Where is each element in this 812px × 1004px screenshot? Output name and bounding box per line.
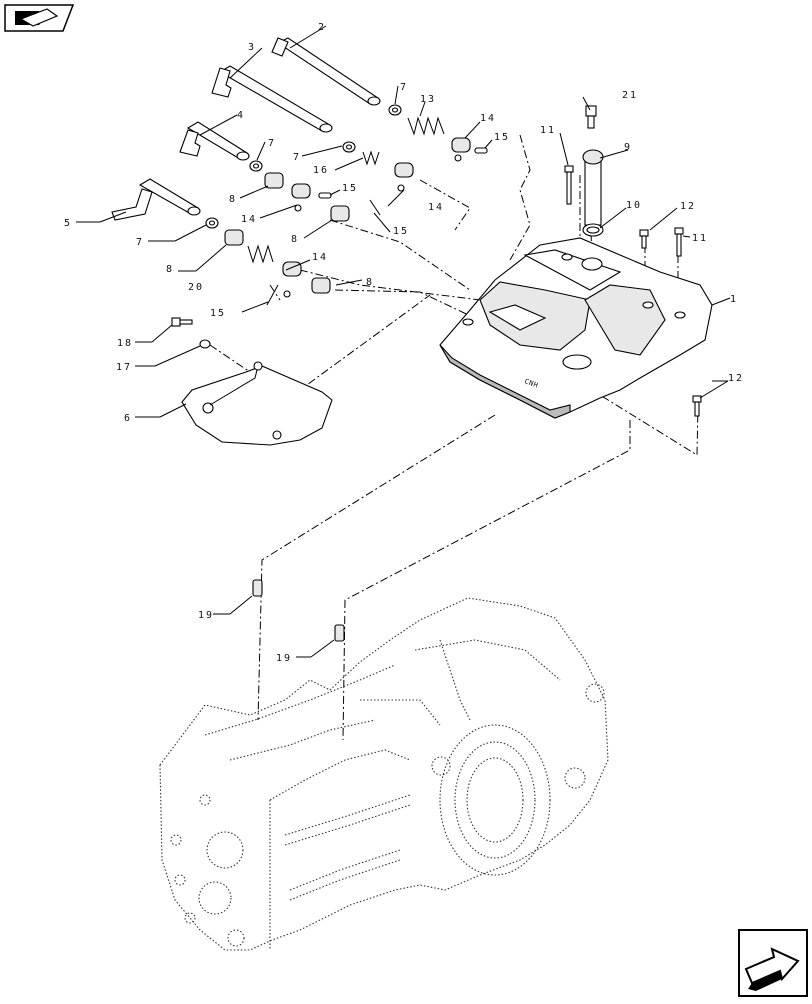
part-16-spring — [362, 150, 380, 166]
transmission-housing — [159, 597, 609, 951]
callout-1: 1 — [730, 294, 738, 305]
callout-6: 6 — [124, 413, 132, 424]
callout-14-d: 14 — [312, 252, 328, 263]
callout-8-c: 8 — [166, 264, 174, 275]
leader-lines — [76, 25, 731, 658]
callout-7-b: 7 — [268, 138, 276, 149]
part-11-bolts — [564, 165, 684, 257]
callout-10: 10 — [626, 200, 642, 211]
part-10-oring — [582, 223, 604, 237]
part-9-stud — [582, 149, 604, 226]
callout-15-b: 15 — [342, 183, 358, 194]
back-arrow-icon — [4, 4, 75, 32]
callout-19-a: 19 — [198, 610, 214, 621]
back-button[interactable] — [3, 3, 75, 33]
callout-20: 20 — [188, 282, 204, 293]
part-5-shaft — [111, 178, 201, 221]
callout-13: 13 — [420, 94, 436, 105]
callout-7-a: 7 — [400, 82, 408, 93]
part-8-bushings — [224, 172, 350, 294]
part-13-spring — [407, 116, 445, 136]
part-7-washers — [205, 104, 402, 229]
callout-3: 3 — [248, 42, 256, 53]
part-21-fitting — [585, 105, 597, 129]
callout-19-b: 19 — [276, 653, 292, 664]
part-17-washer — [199, 339, 211, 349]
callout-18: 18 — [117, 338, 133, 349]
callout-21: 21 — [622, 90, 638, 101]
callout-14-b: 14 — [241, 214, 257, 225]
callout-15-a: 15 — [494, 132, 510, 143]
next-arrow-icon — [738, 929, 808, 997]
part-19-dowels — [252, 579, 345, 642]
callout-7-d: 7 — [136, 237, 144, 248]
callout-15-d: 15 — [210, 308, 226, 319]
part-18-bolt — [171, 317, 193, 327]
callout-4: 4 — [237, 110, 245, 121]
callout-8-b: 8 — [291, 234, 299, 245]
callout-12-b: 12 — [728, 373, 744, 384]
callout-15-c: 15 — [393, 226, 409, 237]
callout-labels: 1 2 3 4 5 6 7 7 7 7 8 8 8 8 9 10 11 11 1… — [64, 22, 744, 664]
callout-14-a: 14 — [480, 113, 496, 124]
part-3-shaft — [211, 65, 333, 133]
callout-9: 9 — [624, 142, 632, 153]
callout-16: 16 — [313, 165, 329, 176]
callout-2: 2 — [318, 22, 326, 33]
part-6-bracket — [181, 361, 333, 446]
part-2-shaft — [271, 37, 381, 106]
part-1-lift-cover: CNH — [439, 237, 713, 419]
callout-12-a: 12 — [680, 201, 696, 212]
callout-17: 17 — [116, 362, 132, 373]
callout-7-c: 7 — [293, 152, 301, 163]
part-12-bolts — [639, 229, 702, 417]
callout-14-c: 14 — [428, 202, 444, 213]
part-15-pins — [266, 147, 488, 306]
next-button[interactable] — [738, 929, 808, 997]
callout-11-a: 11 — [540, 125, 556, 136]
callout-5: 5 — [64, 218, 72, 229]
part-4-shaft — [179, 121, 250, 161]
part-20-spring — [247, 244, 274, 264]
callout-8-d: 8 — [366, 277, 374, 288]
callout-8-a: 8 — [229, 194, 237, 205]
callout-11-b: 11 — [692, 233, 708, 244]
